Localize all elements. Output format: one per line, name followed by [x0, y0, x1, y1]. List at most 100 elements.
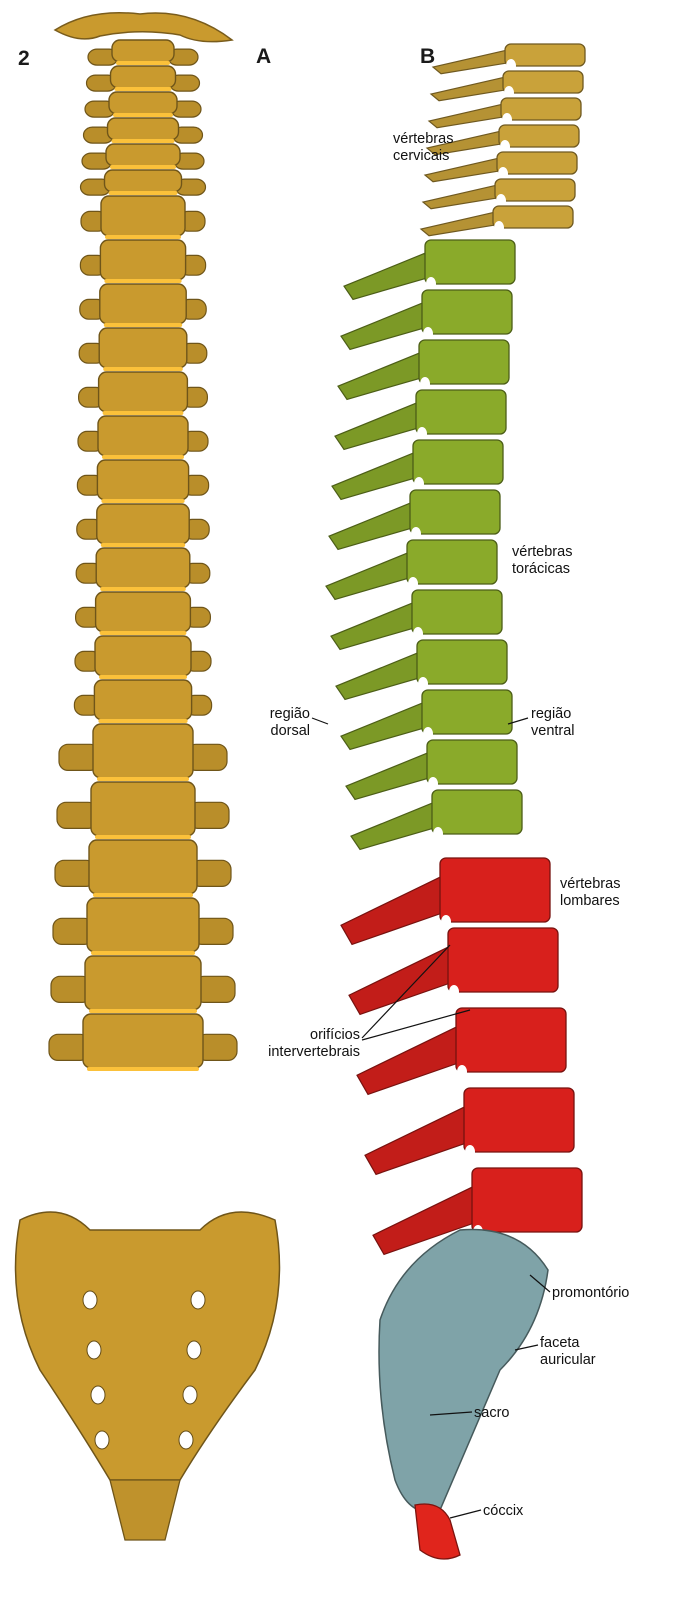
vertebral-body	[92, 723, 194, 779]
lumbar-vertebra	[340, 857, 551, 946]
thoracic-vertebra	[328, 489, 501, 551]
intervertebral-disc	[87, 1067, 199, 1071]
vertebral-body	[90, 781, 196, 837]
intervertebral-disc	[102, 411, 184, 415]
intervertebral-disc	[100, 543, 186, 547]
sacral-foramen-left	[90, 1385, 106, 1405]
sacral-foramen-right	[182, 1385, 198, 1405]
thoracic-vertebra	[345, 739, 518, 801]
label-sacrum: sacro	[474, 1405, 510, 1421]
thoracic-vertebra	[334, 389, 507, 451]
lumbar-vertebra	[356, 1007, 567, 1096]
vertebral-body	[103, 169, 183, 193]
vertebral-body	[86, 897, 200, 953]
intervertebral-disc	[104, 279, 182, 283]
intervertebral-disc	[102, 455, 184, 459]
vertebral-body	[88, 839, 198, 895]
thoracic-vertebra	[340, 689, 513, 751]
intervertebral-disc	[97, 777, 189, 781]
panel-label-a: A	[256, 45, 272, 68]
leader-coccyx	[449, 1509, 482, 1519]
panel-label-b: B	[420, 45, 436, 68]
vertebral-body	[100, 195, 186, 237]
leader-lines	[311, 717, 551, 1519]
thoracic-vertebra	[343, 239, 516, 301]
lumbar-vertebra	[372, 1167, 583, 1256]
cervical-vertebra	[421, 178, 576, 210]
thoracic-vertebra	[340, 289, 513, 351]
intervertebral-disc	[105, 235, 181, 239]
vertebral-body	[94, 635, 192, 677]
sacral-foramen-left	[82, 1290, 98, 1310]
vertebral-body	[109, 65, 177, 89]
lateral-spine-view	[325, 43, 586, 1560]
intervertebral-disc	[99, 675, 187, 679]
intervertebral-disc	[108, 191, 178, 195]
vertebral-body	[82, 1013, 204, 1069]
vertebral-body	[98, 327, 188, 369]
cervical-vertebra	[427, 97, 582, 129]
vertebral-body	[97, 371, 189, 413]
sacral-foramen-right	[178, 1430, 194, 1450]
intervertebral-disc	[113, 113, 173, 117]
sacral-foramen-right	[186, 1340, 202, 1360]
leader-foramen-upper	[361, 944, 451, 1039]
lumbar-vertebra	[348, 927, 559, 1016]
intervertebral-disc	[103, 323, 183, 327]
leader-sacrum	[429, 1411, 473, 1416]
intervertebral-disc	[91, 951, 195, 955]
intervertebral-disc	[99, 631, 187, 635]
intervertebral-disc	[111, 139, 175, 143]
vertebral-body	[99, 239, 187, 281]
label-coccyx: cóccix	[483, 1503, 524, 1519]
vertebral-body	[105, 143, 181, 167]
intervertebral-disc	[101, 499, 185, 503]
atlas-vertebra	[53, 11, 234, 43]
intervertebral-disc	[95, 835, 191, 839]
intervertebral-disc	[100, 587, 186, 591]
thoracic-vertebra	[330, 589, 503, 651]
thoracic-vertebra	[350, 789, 523, 851]
vertebral-body	[96, 459, 190, 501]
vertebral-body	[93, 679, 193, 721]
vertebral-body	[95, 547, 191, 589]
intervertebral-disc	[116, 61, 170, 65]
cervical-vertebra	[425, 124, 580, 156]
cervical-vertebra	[429, 70, 584, 102]
sacrum-lateral	[378, 1228, 549, 1513]
sacrum-anterior	[14, 1211, 281, 1481]
thoracic-vertebra	[337, 339, 510, 401]
intervertebral-disc	[114, 87, 172, 91]
leader-dorsal	[311, 717, 329, 725]
intervertebral-disc	[89, 1009, 197, 1013]
vertebral-body	[99, 283, 187, 325]
intervertebral-disc	[98, 719, 188, 723]
label-promontory: promontório	[552, 1285, 630, 1301]
sacral-foramen-right	[190, 1290, 206, 1310]
leader-ventral	[507, 717, 529, 725]
cervical-vertebra	[419, 205, 574, 237]
thoracic-vertebra	[325, 539, 498, 601]
figure-number: 2	[18, 47, 30, 70]
vertebral-body	[111, 39, 175, 63]
vertebral-body	[97, 415, 189, 457]
vertebral-body	[106, 117, 180, 141]
vertebral-body	[84, 955, 202, 1011]
cervical-vertebra	[423, 151, 578, 183]
leader-promontory	[529, 1274, 551, 1293]
thoracic-vertebra	[335, 639, 508, 701]
coccyx-anterior	[109, 1479, 181, 1541]
anterior-spine-view	[14, 11, 281, 1541]
cervical-vertebra	[431, 43, 586, 75]
leader-auricular	[514, 1344, 539, 1351]
sacral-foramen-left	[86, 1340, 102, 1360]
sacral-foramen-left	[94, 1430, 110, 1450]
vertebral-body	[96, 503, 190, 545]
